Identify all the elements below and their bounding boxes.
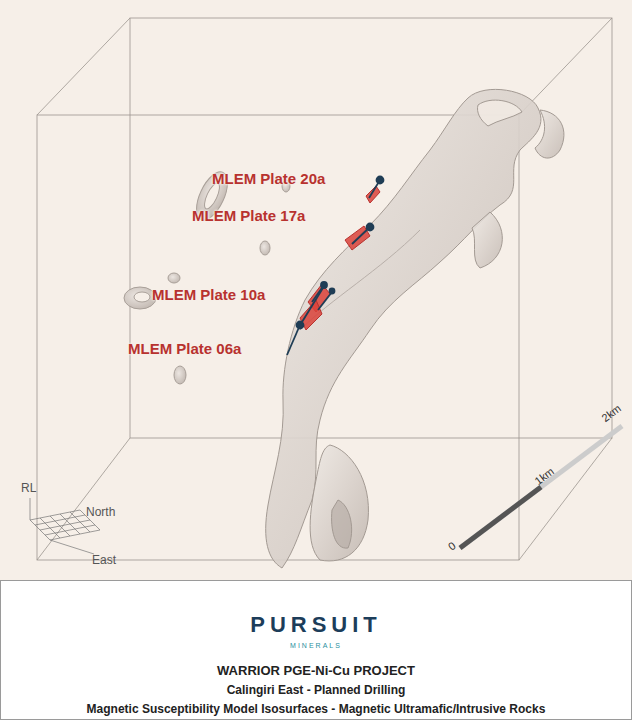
- main-isosurface-part: [266, 89, 541, 568]
- orientation-grid-part: [50, 540, 94, 554]
- main-isosurface-part: [310, 445, 368, 561]
- axis-label: RL: [21, 482, 36, 496]
- small-isosurfaces-part: [168, 273, 180, 283]
- drill-holes-part: [302, 283, 326, 322]
- model-box-part: [519, 438, 612, 560]
- drill-holes-part: [367, 224, 374, 231]
- orientation-grid-part: [30, 498, 31, 520]
- subtitle: Calingiri East - Planned Drilling: [227, 684, 406, 698]
- model-box-part: [37, 438, 130, 560]
- logo-text: PURSUIT: [250, 612, 382, 637]
- scale-bar-part: [460, 426, 622, 548]
- scale-bar-part: [460, 487, 541, 548]
- model-box-part: [519, 18, 612, 115]
- plate-label: MLEM Plate 20a: [212, 170, 325, 187]
- main-isosurface: [266, 89, 564, 568]
- orientation-grid-part: [35, 515, 85, 525]
- em-plates: [300, 186, 380, 330]
- logo-subtext: MINERALS: [290, 642, 342, 650]
- orientation-grid-part: [45, 525, 95, 535]
- main-isosurface-part: [472, 212, 502, 268]
- small-isosurfaces-part: [124, 287, 156, 309]
- title: WARRIOR PGE-Ni-Cu PROJECT: [217, 664, 415, 679]
- em-plates-part: [366, 186, 380, 203]
- small-isosurfaces: [124, 167, 290, 384]
- main-isosurface-part: [535, 110, 564, 158]
- model-box-part: [130, 18, 612, 438]
- small-isosurfaces-part: [134, 292, 150, 302]
- model-box-part: [37, 18, 130, 115]
- drill-holes-part: [321, 282, 327, 288]
- small-isosurfaces-part: [174, 366, 186, 384]
- main-isosurface-part: [332, 500, 352, 548]
- map-ground: [0, 0, 632, 580]
- axis-label: East: [92, 554, 116, 568]
- main-isosurface-part: [300, 230, 420, 330]
- plate-label: MLEM Plate 06a: [128, 340, 241, 357]
- drill-holes: [287, 177, 384, 356]
- map-ground-part: [0, 0, 632, 580]
- small-isosurfaces-part: [260, 241, 270, 255]
- drill-holes-part: [318, 292, 332, 310]
- main-isosurface-part: [477, 100, 522, 126]
- drill-holes-part: [297, 322, 304, 329]
- drill-holes-part: [377, 177, 384, 184]
- plate-label: MLEM Plate 17a: [192, 207, 305, 224]
- title-panel: [1, 581, 632, 720]
- axis-label: North: [86, 506, 115, 520]
- drill-holes-part: [287, 325, 300, 355]
- em-plates-part: [345, 226, 370, 250]
- caption-line: Magnetic Susceptibility Model Isosurface…: [87, 703, 546, 717]
- orientation-grid-part: [40, 520, 90, 530]
- title-panel-part: [1, 581, 632, 720]
- plate-label: MLEM Plate 10a: [152, 286, 265, 303]
- scale-bar: [460, 426, 622, 548]
- drill-holes-part: [330, 289, 335, 294]
